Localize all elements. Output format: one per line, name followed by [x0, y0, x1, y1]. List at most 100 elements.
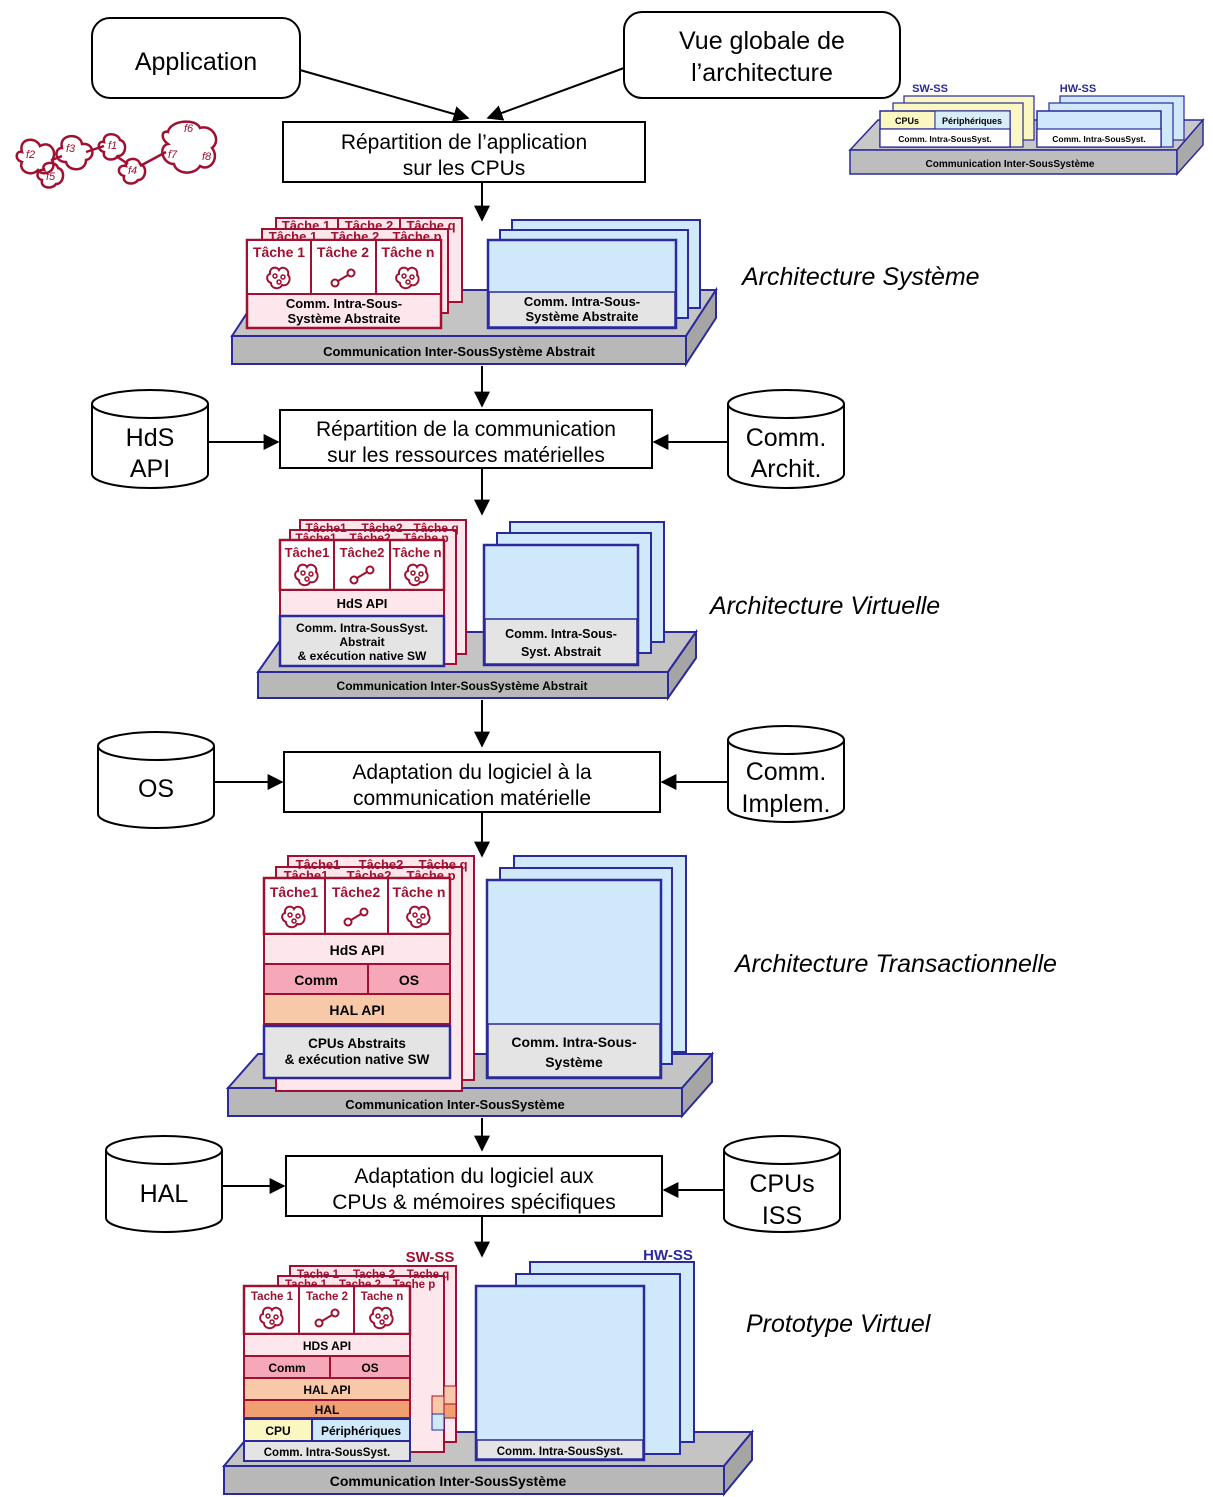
proto-hal-label: HAL	[315, 1403, 340, 1417]
database-cpus-iss: CPUs ISS	[723, 1135, 841, 1233]
proto-sw-comm-label: Comm. Intra-SousSyst.	[264, 1447, 391, 1459]
transactional-back-task: Tâche1	[296, 857, 341, 872]
proto-cpu-label: CPU	[265, 1424, 290, 1438]
arrow-global-view	[486, 67, 625, 121]
process-4-line1: Adaptation du logiciel aux	[354, 1165, 594, 1188]
transactional-cpus-line2: & exécution native SW	[285, 1052, 430, 1067]
overview-cpus: CPUs	[895, 116, 919, 126]
function-label: f8	[202, 151, 212, 163]
virtual-prototype: Communication Inter-SousSystème SW-SS HW…	[221, 1247, 755, 1497]
system-inter-label: Communication Inter-SousSystème Abstrait	[323, 344, 596, 359]
overview-comm-hw: Comm. Intra-SousSyst.	[1052, 134, 1146, 144]
process-1-line1: Répartition de l’application	[341, 131, 587, 154]
proto-hal-api-label: HAL API	[303, 1383, 350, 1397]
process-1-line2: sur les CPUs	[403, 157, 526, 180]
db-hds-line1: HdS	[126, 424, 175, 452]
db-os-label: OS	[138, 775, 174, 803]
transactional-task-n: Tâche n	[393, 884, 446, 900]
db-comm-implem-line2: Implem.	[742, 790, 831, 818]
proto-hds-label: HDS API	[303, 1339, 351, 1353]
db-hal-label: HAL	[140, 1180, 189, 1208]
transactional-comm-label: Comm	[294, 972, 338, 988]
arrow-application	[299, 69, 470, 122]
system-back-task: Tâche 2	[345, 218, 393, 233]
function-label: f4	[128, 165, 137, 177]
proto-task-2: Tache 2	[306, 1291, 348, 1303]
virtual-comm-line3: & exécution native SW	[298, 649, 427, 663]
transactional-back-task: Tâche q	[418, 857, 467, 872]
process-box-3: Adaptation du logiciel à la communicatio…	[283, 751, 661, 813]
database-os: OS	[97, 731, 215, 829]
proto-back-task: Tache q	[407, 1269, 450, 1281]
db-comm-archit-line1: Comm.	[746, 424, 827, 452]
system-sw-comm-line1: Comm. Intra-Sous-	[286, 296, 402, 311]
proto-os-label: OS	[361, 1361, 378, 1375]
proto-back-task: Tache 2	[353, 1269, 395, 1281]
process-box-1: Répartition de l’application sur les CPU…	[282, 121, 646, 183]
application-box: Application	[91, 17, 301, 99]
overview-sw-ss: SW-SS	[912, 83, 948, 95]
overview-hw-ss: HW-SS	[1060, 83, 1096, 95]
virtual-back-task: Tâche q	[413, 521, 458, 535]
process-2-line1: Répartition de la communication	[316, 418, 616, 441]
virtual-task-2: Tâche2	[340, 545, 385, 560]
virtual-hds-label: HdS API	[337, 596, 388, 611]
process-3-line1: Adaptation du logiciel à la	[352, 761, 592, 784]
transactional-os-label: OS	[399, 972, 419, 988]
database-comm-implem: Comm. Implem.	[727, 725, 845, 823]
virtual-back-task: Tâche2	[361, 521, 403, 535]
db-comm-implem-line1: Comm.	[746, 758, 827, 786]
database-hal: HAL	[105, 1135, 223, 1233]
proto-back-task: Tache 1	[297, 1269, 340, 1281]
global-view-box: Vue globale de l’architecture	[623, 11, 901, 99]
system-architecture: Communication Inter-SousSystème Abstrait…	[230, 217, 718, 368]
proto-task-1: Tache 1	[251, 1291, 294, 1303]
system-hw-comm-line2: Système Abstraite	[526, 309, 639, 324]
function-label: f1	[108, 140, 117, 152]
proto-sw-ss: SW-SS	[406, 1249, 455, 1266]
db-cpus-iss-line1: CPUs	[749, 1170, 814, 1198]
process-box-2: Répartition de la communication sur les …	[279, 409, 653, 469]
virtual-comm-line1: Comm. Intra-SousSyst.	[296, 621, 428, 635]
system-hw-comm-line1: Comm. Intra-Sous-	[524, 294, 640, 309]
process-3-line2: communication matérielle	[353, 787, 591, 810]
proto-hw-ss: HW-SS	[643, 1247, 693, 1264]
proto-peripheriques-label: Périphériques	[321, 1424, 401, 1438]
system-task-1: Tâche 1	[253, 244, 305, 260]
stage-architecture-virtuelle: Architecture Virtuelle	[708, 592, 940, 620]
virtual-inter-label: Communication Inter-SousSystème Abstrait	[337, 679, 588, 693]
process-2-line2: sur les ressources matérielles	[327, 444, 605, 467]
virtual-task-1: Tâche1	[285, 545, 330, 560]
system-task-2: Tâche 2	[317, 244, 369, 260]
transactional-architecture: Communication Inter-SousSystème Tâche1 T…	[225, 855, 715, 1119]
overview-inter-label: Communication Inter-SousSystème	[926, 159, 1095, 170]
transactional-hds-label: HdS API	[330, 942, 385, 958]
transactional-back-task: Tâche2	[359, 857, 404, 872]
function-label: f2	[26, 149, 35, 161]
virtual-comm-line2: Abstrait	[339, 635, 384, 649]
transactional-hal-api-label: HAL API	[329, 1002, 384, 1018]
proto-hw-comm-label: Comm. Intra-SousSyst.	[497, 1446, 624, 1458]
global-view-line2: l’architecture	[691, 59, 833, 87]
system-back-task: Tâche 1	[282, 218, 330, 233]
stage-architecture-systeme: Architecture Système	[740, 263, 980, 291]
virtual-architecture: Communication Inter-SousSystème Abstrait…	[256, 519, 698, 702]
database-comm-archit: Comm. Archit.	[727, 389, 845, 489]
virtual-back-task: Tâche1	[305, 521, 347, 535]
transactional-task-1: Tâche1	[270, 884, 318, 900]
system-sw-comm-line2: Système Abstraite	[288, 311, 401, 326]
db-comm-archit-line2: Archit.	[751, 455, 822, 483]
transactional-cpus-line1: CPUs Abstraits	[308, 1036, 406, 1051]
system-back-task: Tâche q	[406, 218, 455, 233]
database-hds-api: HdS API	[91, 389, 209, 489]
function-label: f6	[184, 123, 194, 135]
transactional-hw-comm-line2: Système	[545, 1054, 603, 1070]
function-labels: f2 f3 f1 f4 f5 f6 f7 f8	[26, 123, 212, 183]
transactional-inter-label: Communication Inter-SousSystème	[345, 1097, 565, 1112]
virtual-task-n: Tâche n	[392, 545, 441, 560]
function-label: f3	[66, 143, 76, 155]
process-box-4: Adaptation du logiciel aux CPUs & mémoir…	[285, 1155, 663, 1217]
stage-architecture-transactionnelle: Architecture Transactionnelle	[733, 950, 1057, 978]
virtual-hw-comm-line1: Comm. Intra-Sous-	[505, 627, 617, 641]
